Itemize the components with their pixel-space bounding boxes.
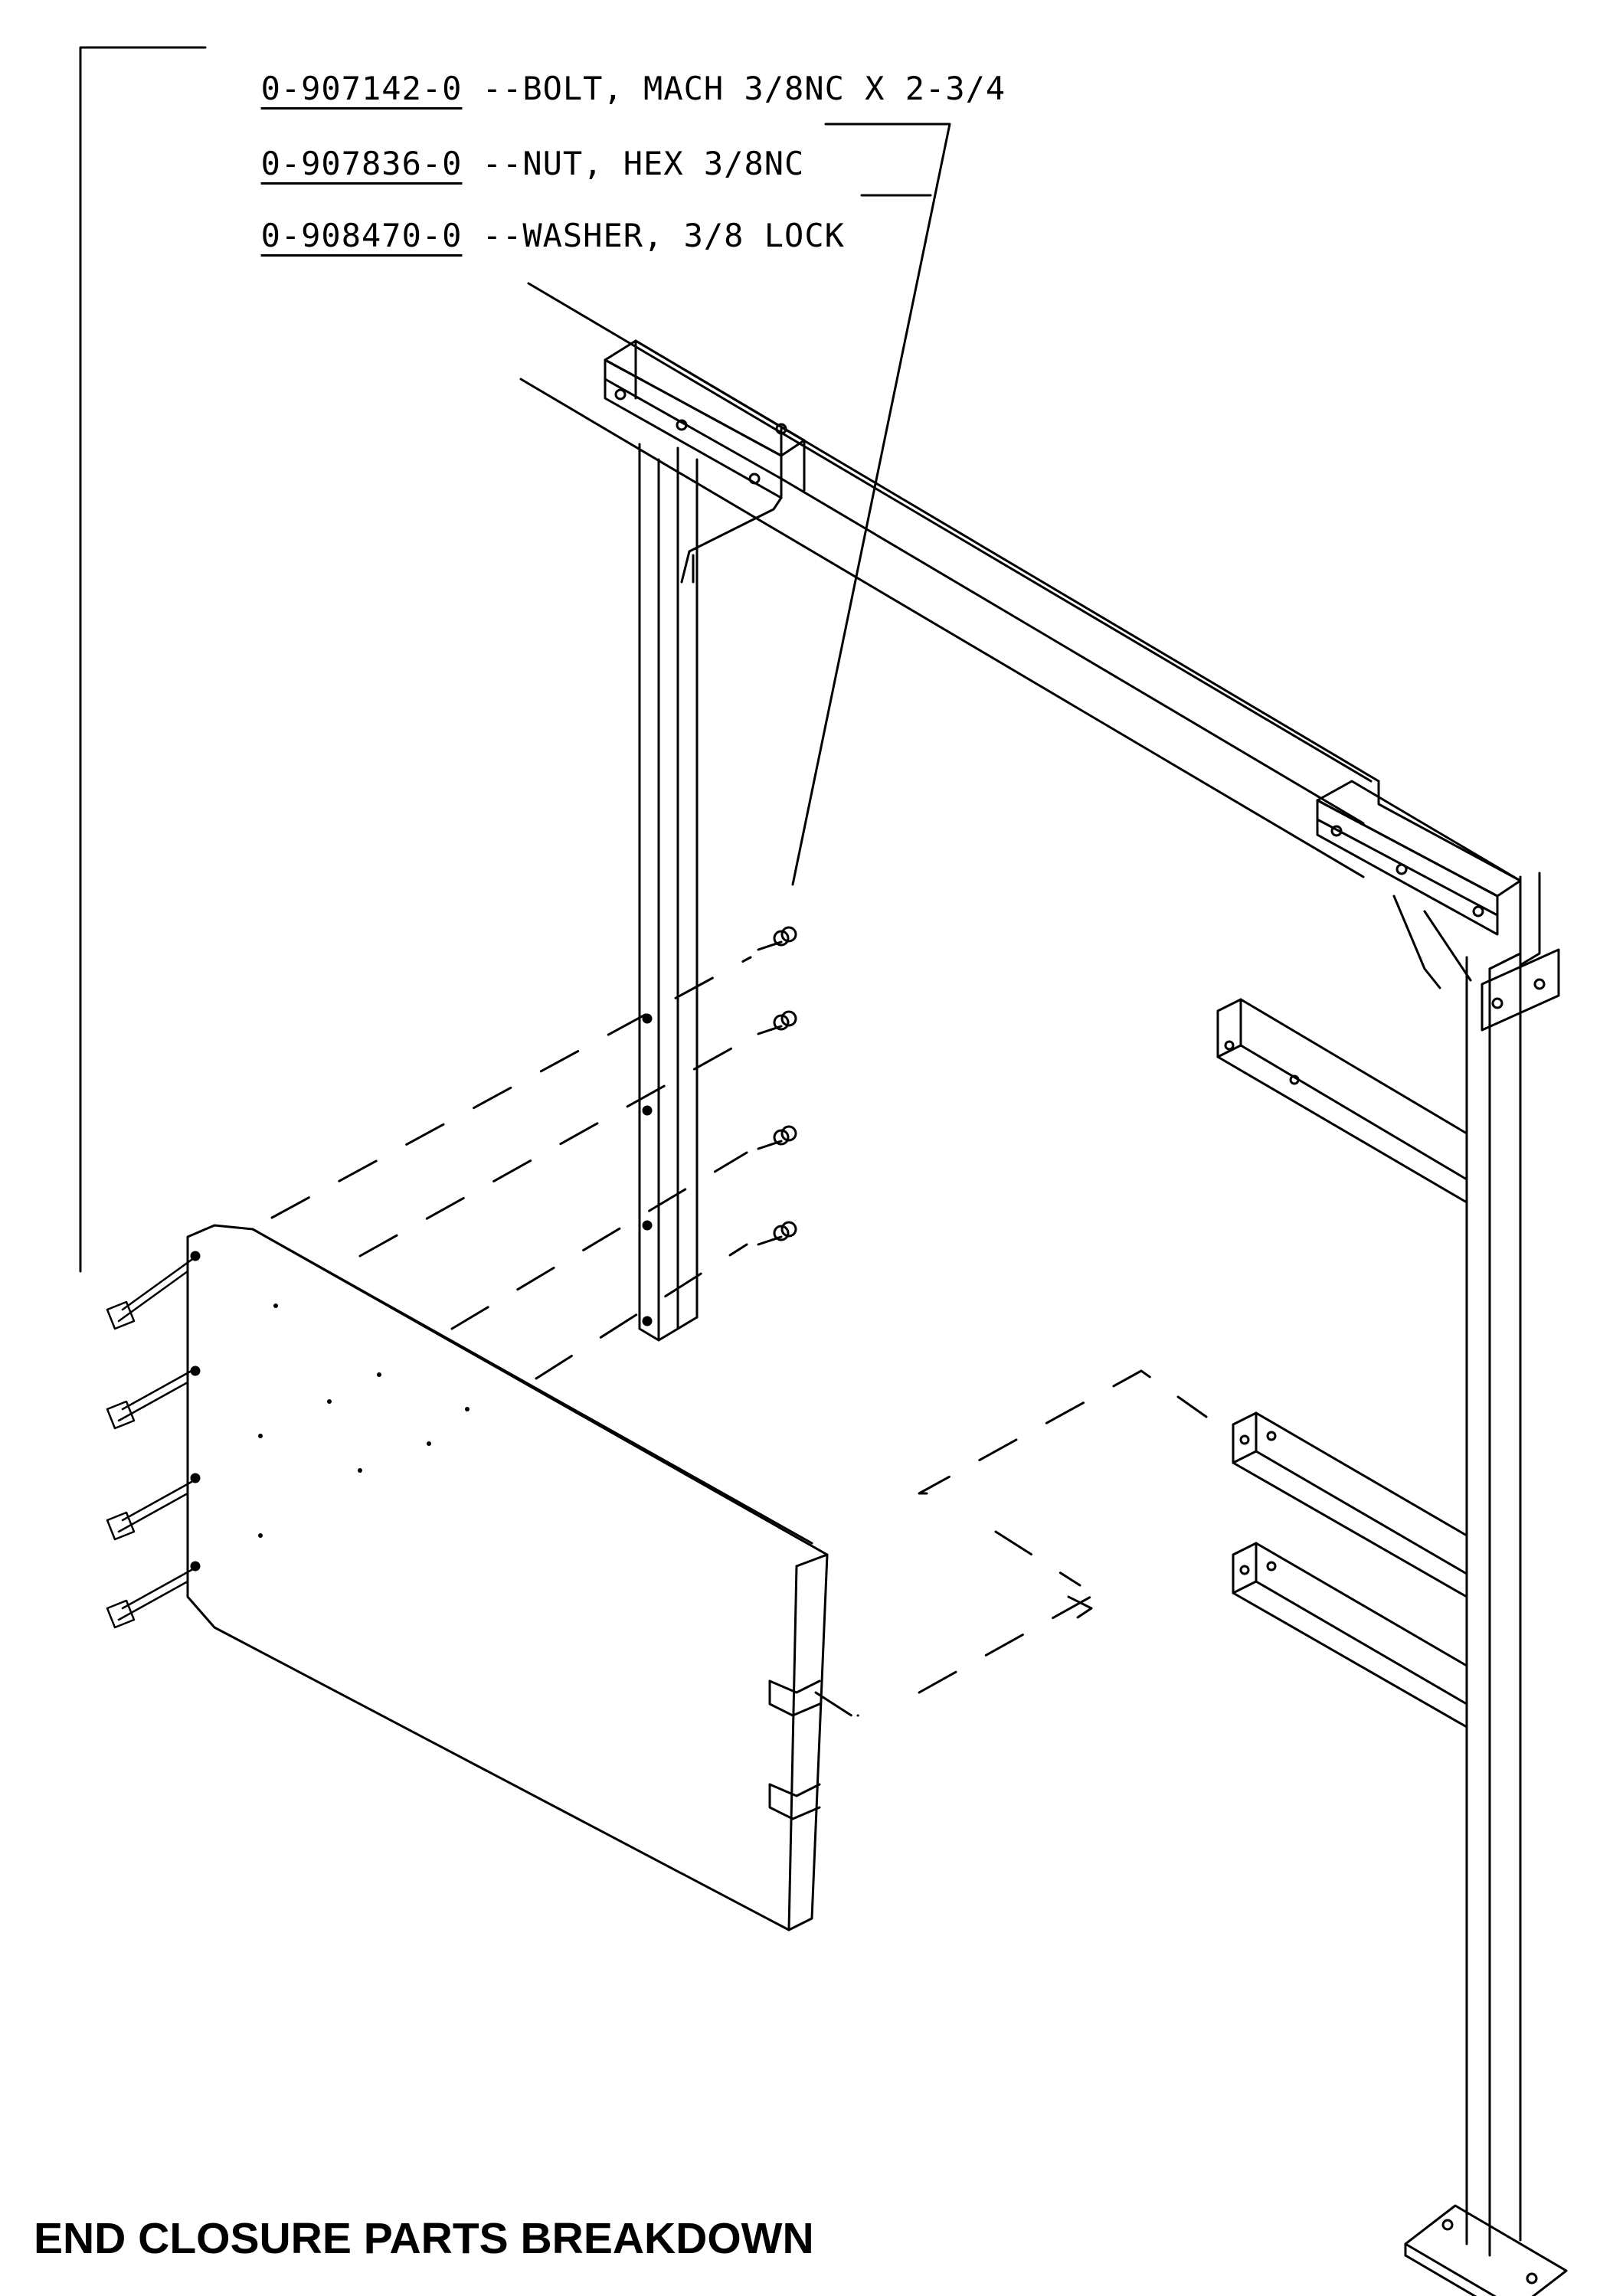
nut-2 xyxy=(758,1012,796,1034)
nut-3 xyxy=(758,1127,796,1149)
closure-panel xyxy=(188,1225,827,1930)
alignment-lines xyxy=(272,957,1206,1727)
part-description-washer: --WASHER, 3/8 LOCK xyxy=(482,217,845,254)
right-crossarm-lower xyxy=(1233,1413,1467,1727)
part-description-bolt: --BOLT, MACH 3/8NC X 2-3/4 xyxy=(482,70,1006,107)
callout-bolt: 0-907142-0 --BOLT, MACH 3/8NC X 2-3/4 xyxy=(221,32,1006,107)
nuts-washers xyxy=(758,927,796,1244)
right-crossarm-upper xyxy=(1218,999,1467,1202)
bolt-2 xyxy=(107,1371,191,1428)
nut-leader xyxy=(793,124,950,885)
left-top-bracket xyxy=(605,341,804,582)
bolt-3 xyxy=(107,1482,191,1539)
callout-washer: 0-908470-0 --WASHER, 3/8 LOCK xyxy=(221,179,845,254)
right-post xyxy=(1405,873,1566,2296)
part-number-nut: 0-907836-0 xyxy=(260,145,463,182)
callout-nut: 0-907836-0 --NUT, HEX 3/8NC xyxy=(221,107,804,182)
leader-lines xyxy=(80,47,950,1271)
nut-4 xyxy=(758,1222,796,1244)
bolt-4 xyxy=(107,1570,191,1627)
top-beam xyxy=(521,283,1379,877)
drawing-title: END CLOSURE PARTS BREAKDOWN xyxy=(34,2214,814,2263)
bolts xyxy=(107,1260,191,1627)
part-number-bolt: 0-907142-0 xyxy=(260,70,463,107)
bolt-1 xyxy=(107,1260,191,1329)
right-top-bracket xyxy=(1317,781,1520,988)
part-number-washer: 0-908470-0 xyxy=(260,217,463,254)
nut-1 xyxy=(758,927,796,950)
left-post xyxy=(640,444,697,1340)
part-description-nut: --NUT, HEX 3/8NC xyxy=(482,145,805,182)
bolt-leader xyxy=(80,47,205,1271)
